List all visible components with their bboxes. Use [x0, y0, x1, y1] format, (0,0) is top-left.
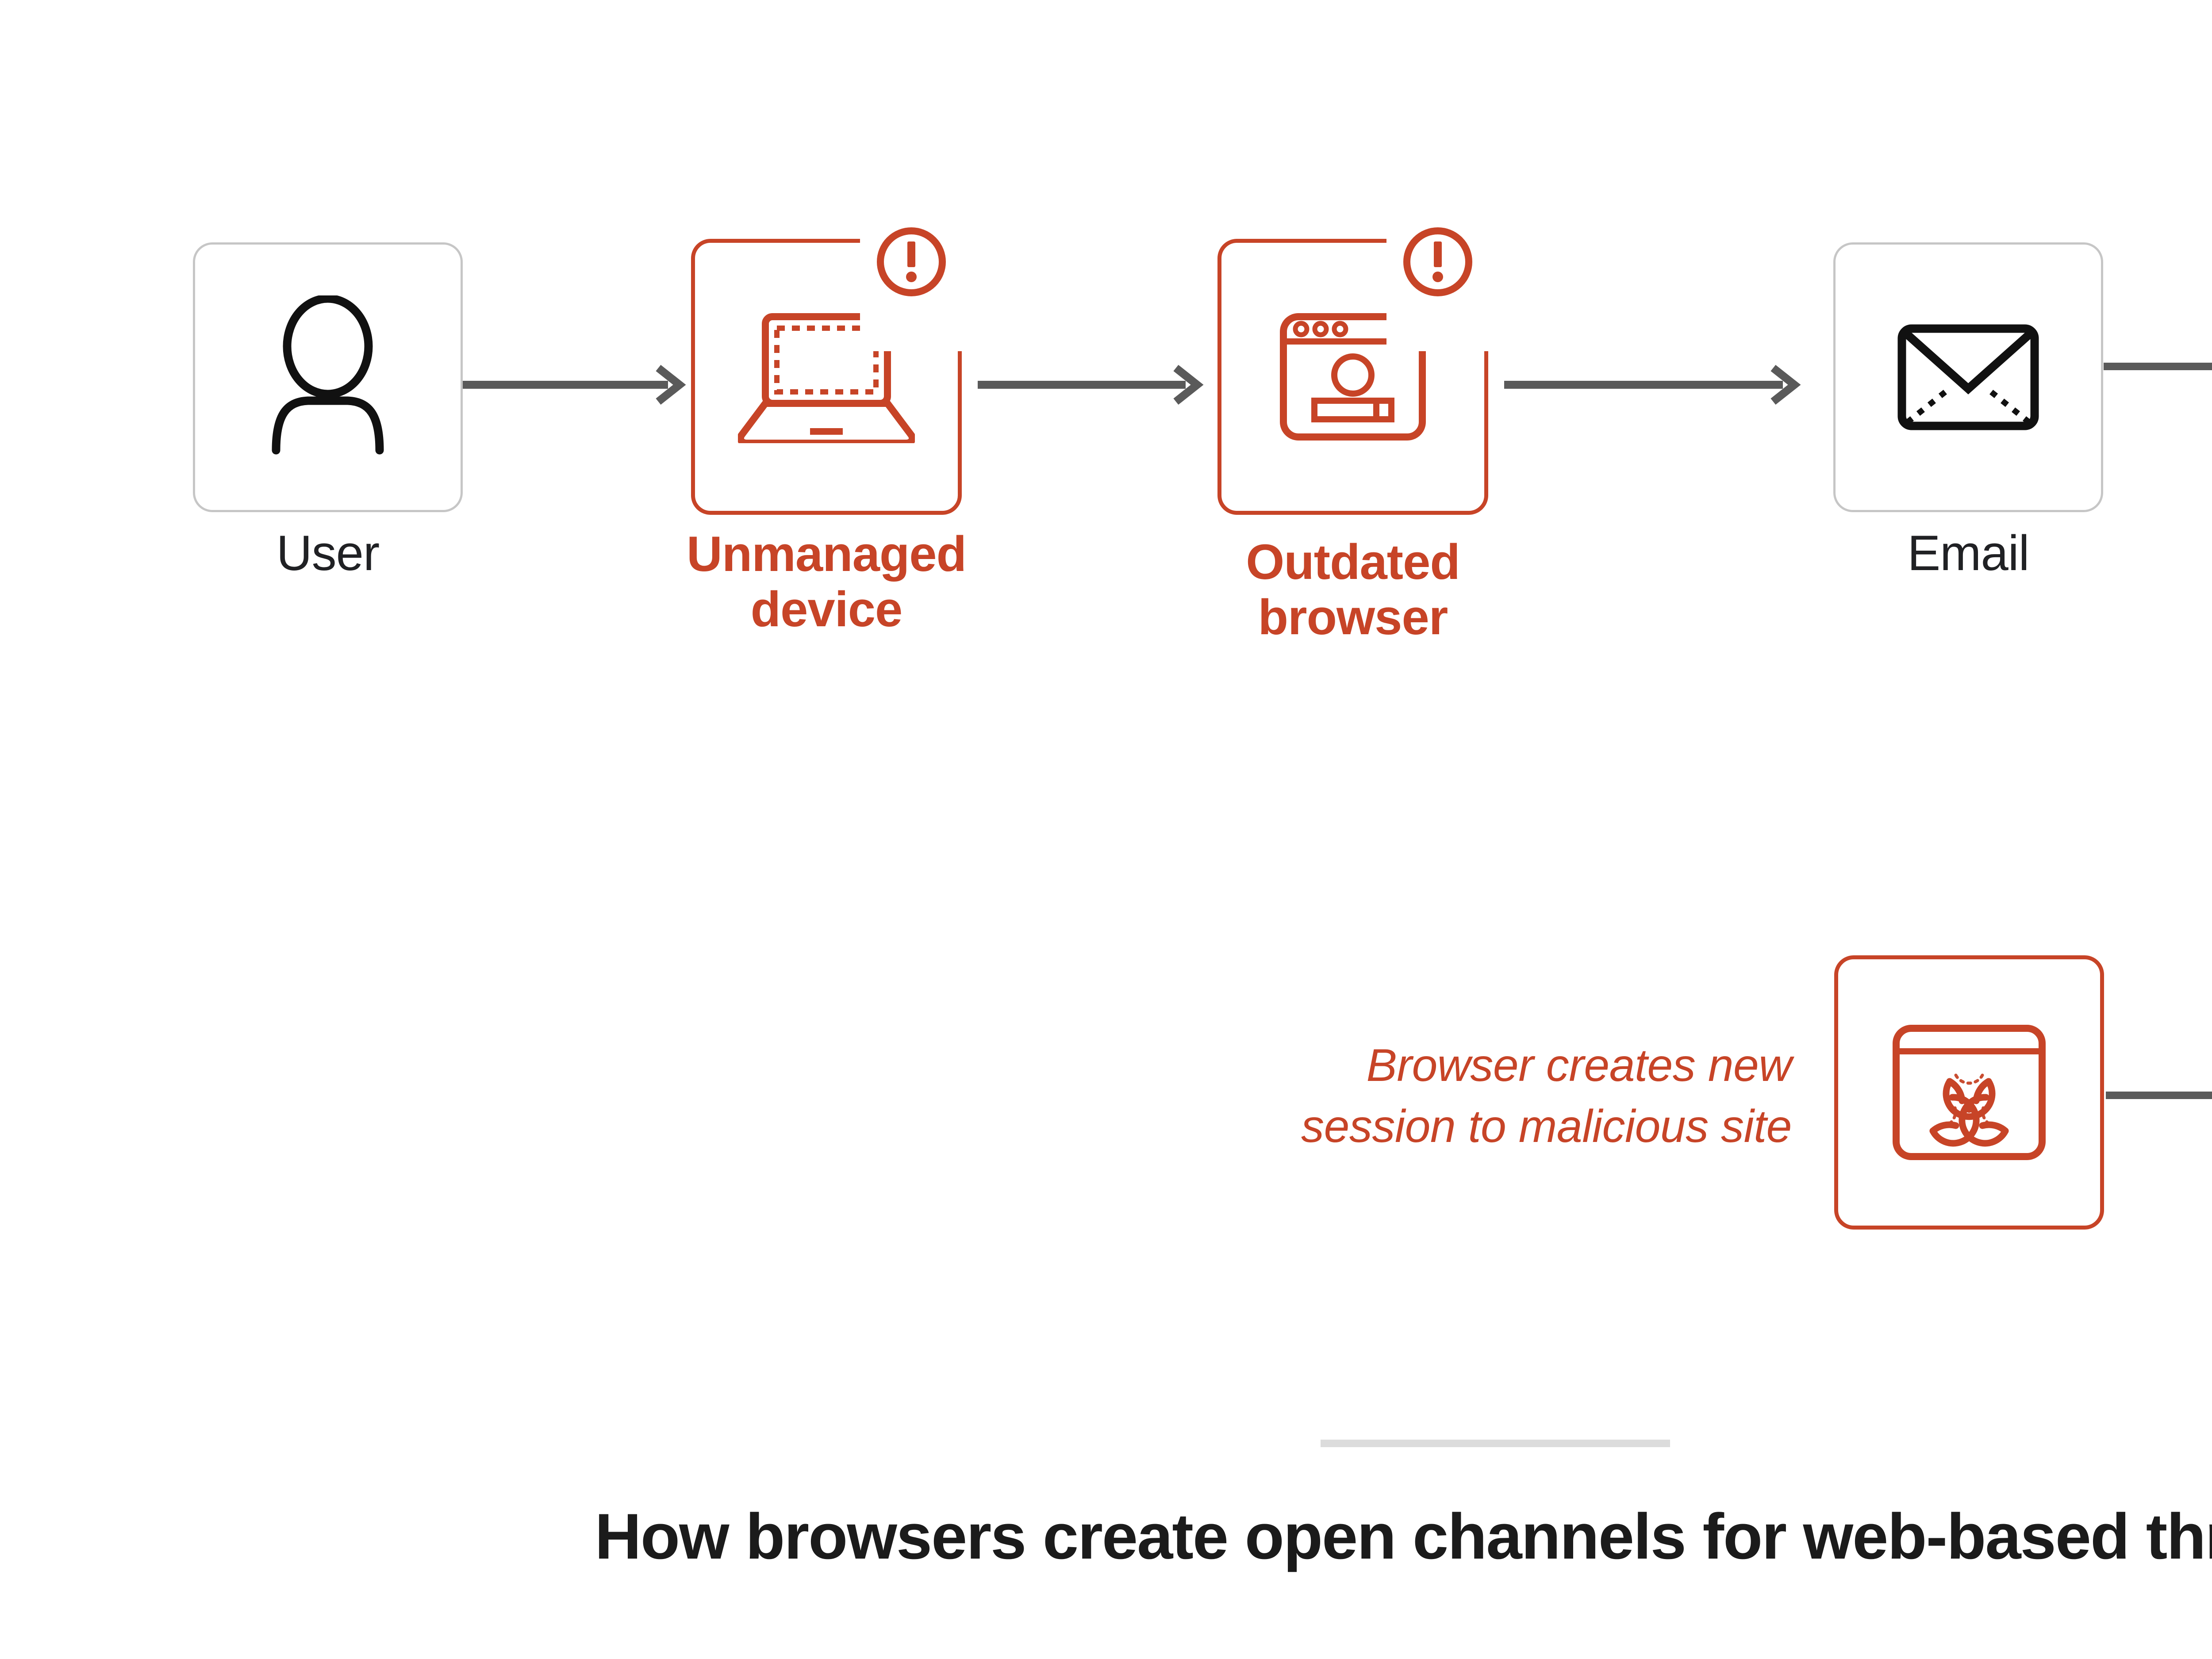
page-caption: How browsers create open channels for we… — [595, 1500, 2212, 1572]
arrow-browser-to-email — [1504, 364, 1801, 405]
node-card-malicious-site[interactable] — [1834, 955, 2104, 1230]
connector-phishing-to-site-horizontal — [2106, 1092, 2212, 1099]
node-card-user[interactable] — [193, 242, 463, 512]
browser-biohazard-icon — [1838, 959, 2100, 1226]
laptop-dashed-screen-icon — [695, 243, 958, 511]
exclamation-circle-icon-device — [874, 225, 949, 299]
envelope-icon — [1836, 245, 2101, 510]
annotation-malicious-session: Browser creates new session to malicious… — [1301, 1040, 1792, 1153]
node-label-outdated-browser: Outdated browser — [1246, 534, 1460, 645]
node-label-unmanaged-device: Unmanaged device — [687, 526, 967, 637]
node-label-user: User — [276, 525, 380, 581]
node-label-email: Email — [1907, 525, 2029, 581]
exclamation-circle-icon-browser — [1401, 225, 1475, 299]
connector-email-to-phishing-horizontal — [2104, 363, 2212, 370]
arrow-device-to-browser — [978, 364, 1204, 405]
footer-divider — [1321, 1440, 1670, 1447]
node-card-email[interactable] — [1833, 242, 2103, 512]
arrow-user-to-device — [460, 364, 686, 405]
user-person-icon — [195, 245, 461, 510]
